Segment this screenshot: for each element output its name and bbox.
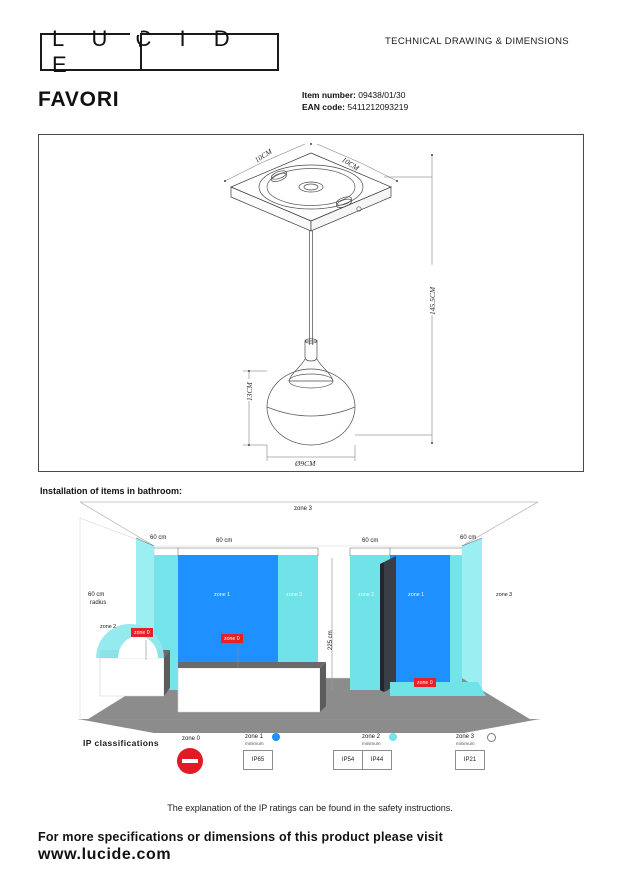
zone0-tag-bath: zone 0 <box>221 634 243 644</box>
zone1-color-swatch-icon <box>272 733 280 741</box>
no-entry-icon <box>177 748 203 774</box>
radius-label-line2: radius <box>90 600 107 606</box>
document-type-label: TECHNICAL DRAWING & DIMENSIONS <box>385 36 569 47</box>
bathroom-svg <box>79 501 539 725</box>
brand-logo-text: L U C I D E <box>52 26 241 77</box>
ip-rating-zone1-0: IP65 <box>243 750 273 770</box>
wall-label-left-outer: zone 2 <box>100 624 117 630</box>
item-number-label: Item number: <box>302 90 356 100</box>
ip-zone1-minimum: minimum <box>245 741 264 746</box>
ip-zone0-label: zone 0 <box>182 736 201 742</box>
ean-value: 5411212093219 <box>347 101 409 112</box>
ip-zone3-minimum: minimum <box>456 741 475 746</box>
zone0-tag-sink: zone 0 <box>131 628 153 638</box>
zone2-color-swatch-icon <box>389 733 397 741</box>
distance-back-left: 60 cm <box>216 538 233 544</box>
item-number-row: Item number: 09438/01/30 <box>302 90 408 102</box>
ip-zone2-minimum: minimum <box>362 741 381 746</box>
ip-zone2-label: zone 2 <box>362 734 381 740</box>
item-number-value: 09438/01/30 <box>358 90 406 100</box>
ceiling-height-label: 225 cm <box>328 630 334 650</box>
radius-label-line1: 60 cm <box>88 592 105 598</box>
dim-shade-height: 13CM <box>245 382 254 401</box>
dim-shade-diameter: Ø9CM <box>295 459 316 468</box>
wall-label-right-zone2: zone 2 <box>358 592 375 598</box>
zone3-color-swatch-icon <box>487 733 496 742</box>
ean-row: EAN code: 5411212093219 <box>302 102 408 114</box>
zone0-tag-shower: zone 0 <box>414 678 436 688</box>
technical-drawing-frame: 10CM 10CM 145.5CM 13CM Ø9CM <box>38 134 584 472</box>
product-meta: Item number: 09438/01/30 EAN code: 54112… <box>302 90 408 113</box>
technical-drawing-svg <box>224 143 433 461</box>
logo-i-stem <box>140 33 142 69</box>
zone3-ceiling-label: zone 3 <box>294 506 313 512</box>
ip-classifications-title: IP classifications <box>83 738 160 748</box>
bathroom-zone-diagram: zone 3 60 cm 60 cm 60 cm 60 cm 225 cm 60… <box>78 500 540 725</box>
logo-i-dot <box>139 44 142 47</box>
ip-rating-zone2-0: IP54 <box>333 750 363 770</box>
distance-right-corner: 60 cm <box>460 535 477 541</box>
ip-zone3-label: zone 3 <box>456 734 475 740</box>
page-title: FAVORI <box>38 88 120 111</box>
distance-back-right: 60 cm <box>362 538 379 544</box>
brand-logo: L U C I D E <box>40 26 279 77</box>
ip-rating-zone2-1: IP44 <box>362 750 392 770</box>
installation-section-title: Installation of items in bathroom: <box>40 486 183 496</box>
footer-website[interactable]: www.lucide.com <box>38 846 172 863</box>
distance-left-corner: 60 cm <box>150 535 167 541</box>
logo-notch <box>130 26 141 35</box>
footer-cta-line1: For more specifications or dimensions of… <box>38 830 443 844</box>
ip-zone1-label: zone 1 <box>245 734 264 740</box>
ip-rating-zone3-0: IP21 <box>455 750 485 770</box>
ip-bar-bg <box>78 718 540 733</box>
wall-label-back-left-zone3: zone 3 <box>286 592 303 598</box>
wall-label-right-outer-zone3: zone 3 <box>496 592 513 598</box>
ean-label: EAN code: <box>302 101 345 112</box>
wall-label-back-left-zone1: zone 1 <box>214 592 231 598</box>
dim-total-height: 145.5CM <box>428 286 437 315</box>
wall-label-right-zone1: zone 1 <box>408 592 425 598</box>
ip-explanation-text: The explanation of the IP ratings can be… <box>167 803 453 813</box>
